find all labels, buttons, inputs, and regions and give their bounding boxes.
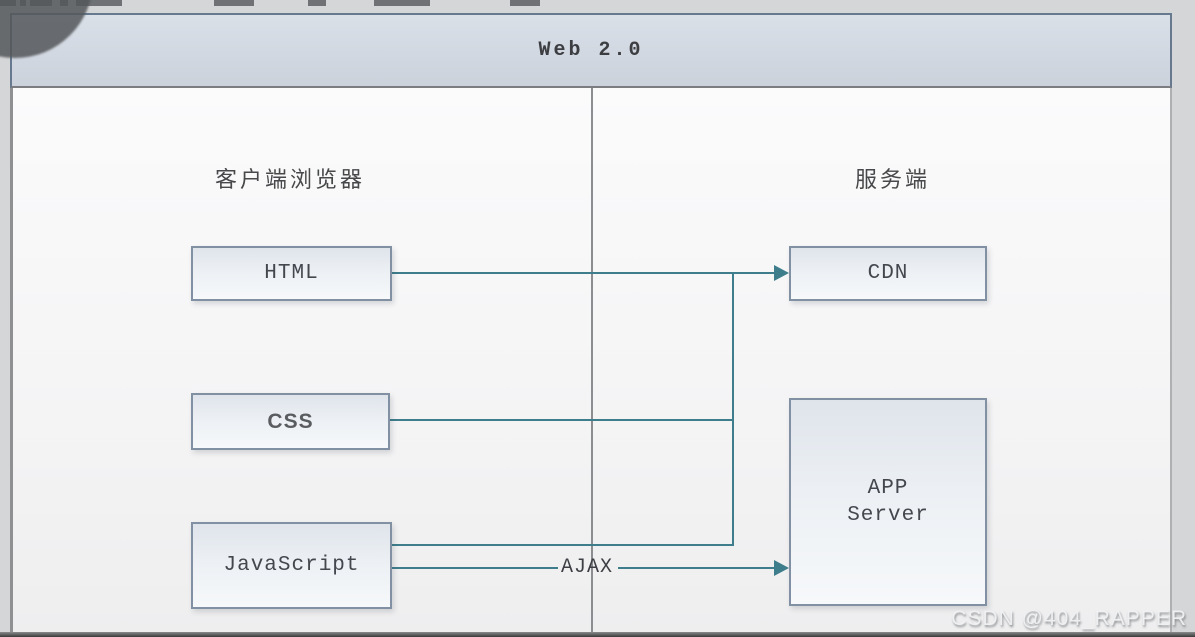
node-css-label: CSS bbox=[267, 409, 314, 433]
bottom-edge-strip bbox=[0, 632, 1195, 637]
edge-javascript-to-trunk bbox=[392, 544, 734, 546]
edge-ajax-left-segment bbox=[392, 567, 558, 569]
arrowhead-into-app-server bbox=[774, 560, 789, 576]
diagram-title: Web 2.0 bbox=[538, 39, 644, 62]
edge-html-to-cdn bbox=[392, 272, 777, 274]
edge-label-ajax: AJAX bbox=[560, 556, 613, 579]
edge-ajax-right-segment bbox=[618, 567, 775, 569]
arrowhead-into-cdn bbox=[774, 265, 789, 281]
node-app-server: APP Server bbox=[789, 398, 987, 606]
diagram-title-bar: Web 2.0 bbox=[10, 13, 1172, 88]
node-javascript: JavaScript bbox=[191, 522, 392, 609]
node-html: HTML bbox=[191, 246, 392, 301]
node-app-server-label-line2: Server bbox=[847, 504, 929, 527]
node-app-server-label-line1: APP bbox=[867, 477, 909, 500]
edge-css-to-trunk bbox=[390, 419, 734, 421]
node-javascript-label: JavaScript bbox=[223, 554, 360, 577]
edge-trunk-vertical bbox=[732, 272, 734, 546]
node-html-label: HTML bbox=[264, 262, 319, 285]
client-column-label: 客户端浏览器 bbox=[215, 167, 366, 192]
server-column-label: 服务端 bbox=[855, 167, 931, 192]
csdn-watermark: CSDN @404_RAPPER bbox=[951, 607, 1187, 630]
node-cdn-label: CDN bbox=[867, 262, 909, 285]
clipped-text-remnant bbox=[0, 0, 1195, 9]
node-cdn: CDN bbox=[789, 246, 987, 301]
node-css: CSS bbox=[191, 393, 390, 450]
column-divider bbox=[591, 88, 593, 637]
